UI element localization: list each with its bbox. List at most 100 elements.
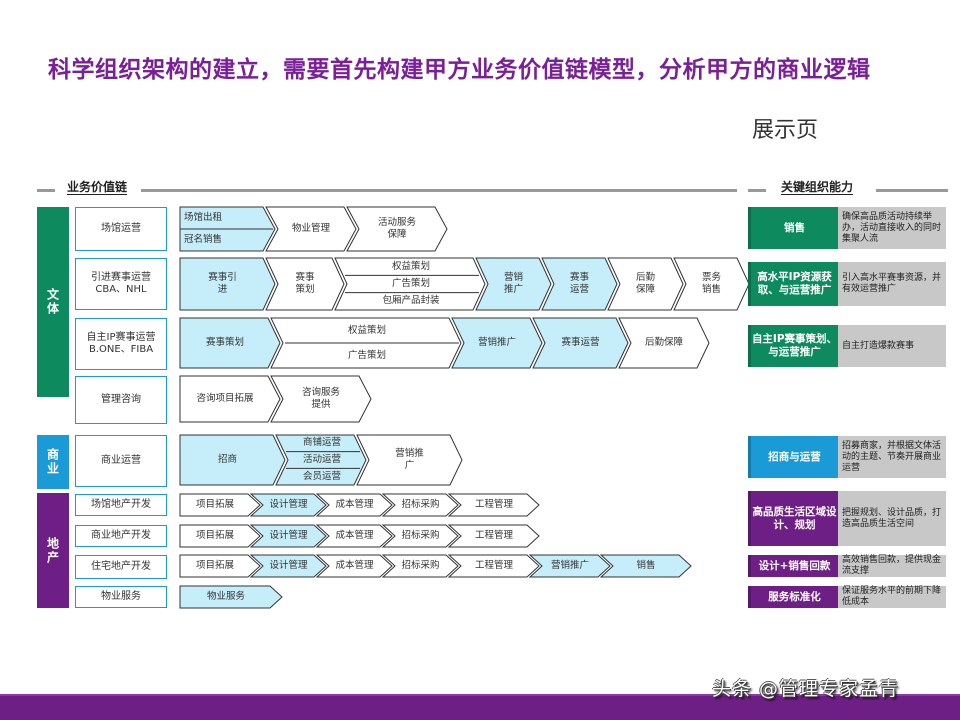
- capability-key: 高水平IP资源获取、与运营推广: [748, 262, 838, 306]
- value-chain-step: 工程管理: [447, 524, 540, 548]
- step-label: 销售: [701, 284, 721, 295]
- step-label: 项目拓展: [195, 499, 234, 510]
- chevron-shape: [270, 375, 372, 423]
- step-label: 赛事: [569, 272, 589, 283]
- chevron-fill: [447, 554, 540, 578]
- business-line: 管理咨询: [75, 376, 167, 424]
- step-label-group: 后勤保障: [620, 258, 671, 310]
- step-label: 工程管理: [474, 530, 513, 541]
- step-label: 工程管理: [474, 560, 513, 571]
- chevron-fill: [179, 585, 283, 609]
- value-chain-step: 场馆出租冠名销售: [179, 206, 276, 252]
- step-label: 设计管理: [269, 499, 308, 510]
- value-chain-step: 项目拓展: [179, 493, 261, 517]
- value-chain-step: 招标采购: [381, 524, 459, 548]
- step-label: 后勤保障: [644, 337, 683, 348]
- business-line-label: 管理咨询: [101, 394, 141, 405]
- footer-line: [0, 694, 960, 696]
- capability-item: 设计+销售回款高效销售回款，提供现金流支撑: [748, 555, 946, 577]
- step-label: 会员运营: [302, 470, 341, 482]
- step-label-group: 设计管理: [263, 555, 314, 577]
- capability-item: 高水平IP资源获取、与运营推广引入高水平赛事资源，并有效运营推广: [748, 262, 946, 306]
- chevron-fill: [607, 257, 684, 311]
- step-label-group: 物业管理: [278, 207, 344, 251]
- step-label: 营销推广: [477, 337, 516, 348]
- step-label: 工程管理: [474, 499, 513, 510]
- chevron-fill: [447, 524, 540, 548]
- chevron-fill: [618, 317, 710, 369]
- value-chain-step: 咨询服务提供: [270, 375, 372, 423]
- step-label: 物业管理: [291, 223, 330, 234]
- value-chain-step: 赛事运营: [541, 257, 618, 311]
- step-label: 营销: [503, 272, 523, 283]
- value-chain-step: 成本管理: [315, 493, 393, 517]
- step-label-group: 招商: [182, 435, 273, 485]
- chevron-shape: [447, 493, 540, 517]
- value-chain-step: 赛事策划: [179, 317, 281, 369]
- value-chain-step: 营销推广: [475, 257, 552, 311]
- step-label-group: 咨询项目拓展: [182, 376, 268, 422]
- value-chain-label: 业务价值链: [67, 180, 128, 195]
- step-label-group: 营销推广: [488, 258, 539, 310]
- value-chain-step: 商铺运营活动运营会员运营: [275, 434, 367, 486]
- value-chain-step: 营销推广: [451, 317, 543, 369]
- chevron-fill: [179, 554, 261, 578]
- chevron-shape: [528, 554, 611, 578]
- chevron-fill: [265, 257, 345, 311]
- chevron-shape: [451, 317, 543, 369]
- chevron-shape: [334, 257, 486, 311]
- divider: [141, 189, 737, 192]
- step-label-group: 营销推广: [464, 318, 530, 368]
- step-label-group: 销售: [613, 555, 679, 577]
- chevron-fill: [179, 317, 281, 369]
- chevron-shape: [447, 554, 540, 578]
- business-line-label: 自主IP赛事运营: [86, 332, 156, 343]
- divider: [748, 189, 766, 192]
- value-chain-step: 设计管理: [249, 493, 327, 517]
- chevron-shape: [265, 257, 345, 311]
- capabilities-header: 关键组织能力: [748, 180, 948, 195]
- step-label-group: 营销推广: [369, 435, 450, 485]
- chevron-shape: [381, 524, 459, 548]
- step-label: 成本管理: [335, 499, 374, 510]
- step-label: 后勤: [635, 272, 655, 283]
- business-line-label: 场馆运营: [101, 223, 141, 234]
- value-chain-step: 成本管理: [315, 524, 393, 548]
- step-label: 营销推广: [550, 560, 589, 571]
- step-label: 活动服务: [377, 217, 416, 228]
- chevron-fill: [673, 257, 750, 311]
- value-chain-step: 物业服务: [179, 585, 283, 609]
- chevron-shape: [179, 585, 283, 609]
- value-chain-step: 成本管理: [315, 554, 393, 578]
- chevron-shape: [475, 257, 552, 311]
- step-label-group: 招标采购: [395, 555, 446, 577]
- chevron-fill: [315, 554, 393, 578]
- capability-key: 服务标准化: [748, 586, 838, 608]
- chevron-fill: [249, 493, 327, 517]
- chevron-fill: [179, 493, 261, 517]
- show-page-label: 展示页: [752, 118, 819, 143]
- chevron-fill: [249, 554, 327, 578]
- chevron-fill: [599, 554, 692, 578]
- value-chain-step: 工程管理: [447, 554, 540, 578]
- capability-item: 自主IP赛事策划、与运营推广自主打造爆款赛事: [748, 325, 946, 367]
- step-label: 设计管理: [269, 560, 308, 571]
- chevron-shape: [249, 524, 327, 548]
- step-label-group: 招标采购: [395, 494, 446, 516]
- chevron-shape: [179, 375, 281, 423]
- value-chain-step: 赛事引进: [179, 257, 276, 311]
- value-chain-header: 业务价值链: [37, 180, 737, 195]
- step-label-group: 工程管理: [461, 555, 527, 577]
- value-chain-step: 后勤保障: [618, 317, 710, 369]
- chevron-fill: [270, 375, 372, 423]
- capability-key: 销售: [748, 207, 838, 249]
- chevron-shape: [179, 206, 276, 252]
- step-label: 营销推: [395, 448, 424, 459]
- chevron-shape: [179, 524, 261, 548]
- chevron-fill: [528, 554, 611, 578]
- step-label-group: 工程管理: [461, 525, 527, 547]
- chevron-shape: [315, 524, 393, 548]
- step-label: 项目拓展: [195, 560, 234, 571]
- chevron-fill: [356, 434, 463, 486]
